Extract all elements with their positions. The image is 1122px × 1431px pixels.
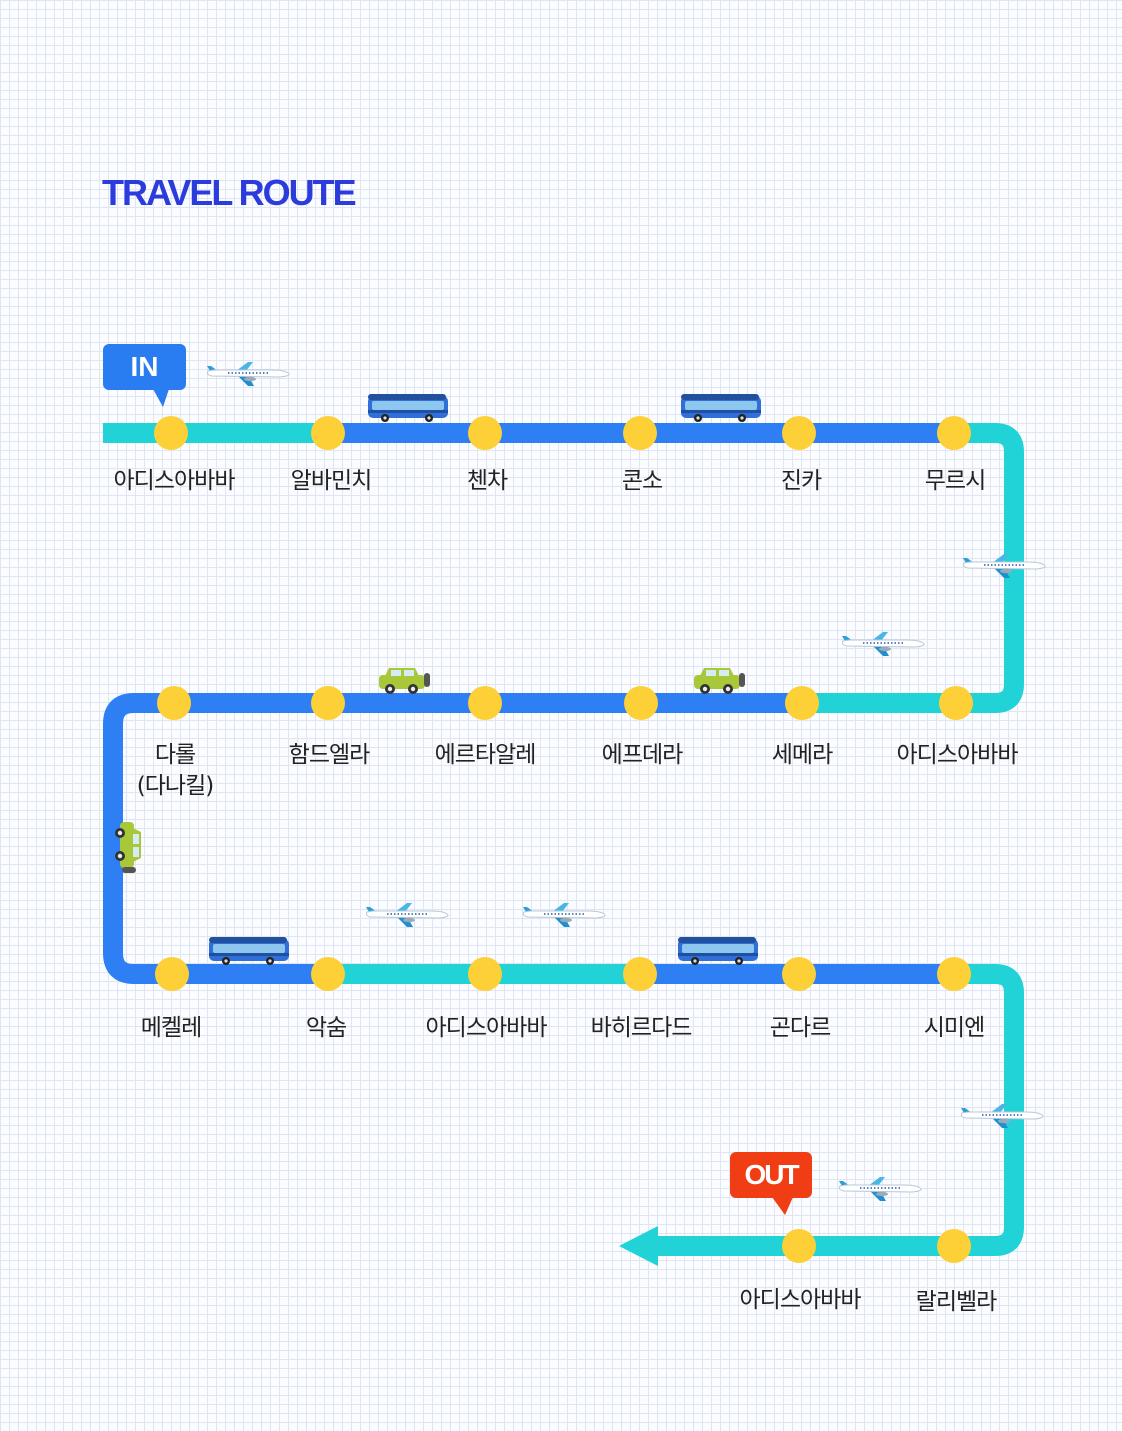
stop-dot <box>782 1229 816 1263</box>
bus-icon <box>681 394 761 422</box>
stop-label: 첸차 <box>466 468 508 494</box>
stop-dot <box>468 416 502 450</box>
stop-dot <box>155 957 189 991</box>
stop-dot <box>785 686 819 720</box>
stop-label: 무르시 <box>924 468 986 494</box>
arrow-left-icon <box>619 1226 658 1266</box>
plane-icon <box>522 902 606 928</box>
route-segment <box>103 693 802 984</box>
plane-icon <box>841 631 925 657</box>
stop-dot <box>468 957 502 991</box>
stop-dot <box>623 957 657 991</box>
stop-label: 메켈레 <box>140 1015 202 1041</box>
stop-label: 에프데라 <box>601 742 684 768</box>
jeep-icon <box>694 668 745 694</box>
bus-icon <box>368 394 448 422</box>
stop-dot <box>937 957 971 991</box>
stop-dot <box>154 416 188 450</box>
stop-dot <box>782 416 816 450</box>
stop-label: 진카 <box>780 468 822 494</box>
plane-icon <box>365 902 449 928</box>
stop-label: 알바민치 <box>290 468 373 494</box>
stop-label: 아디스아바바 <box>739 1287 862 1313</box>
stop-dot <box>311 686 345 720</box>
stop-label: 아디스아바바 <box>425 1015 548 1041</box>
stop-label: 아디스아바바 <box>113 468 236 494</box>
bus-icon <box>209 937 289 965</box>
stop-label: 곤다르 <box>769 1015 831 1041</box>
stop-label: 콘소 <box>621 468 663 494</box>
stop-dot <box>311 416 345 450</box>
stop-dot <box>939 686 973 720</box>
stop-dot <box>782 957 816 991</box>
stop-label: 함드엘라 <box>288 742 371 768</box>
out-badge: OUT <box>730 1152 812 1215</box>
plane-icon <box>838 1176 922 1202</box>
stop-dot <box>157 686 191 720</box>
page-title: TRAVEL ROUTE <box>102 172 357 213</box>
bus-icon <box>678 937 758 965</box>
jeep-icon <box>379 668 430 694</box>
plane-icon <box>960 1103 1044 1129</box>
stop-dot <box>937 416 971 450</box>
stop-label: 시미엔 <box>923 1015 985 1041</box>
stop-label: 세메라 <box>771 742 833 768</box>
plane-icon <box>962 553 1046 579</box>
stop-dot <box>624 686 658 720</box>
stop-label: 다롤 (다나킬) <box>136 742 214 799</box>
stop-dot <box>623 416 657 450</box>
stop-dot <box>468 686 502 720</box>
stop-label: 랄리벨라 <box>915 1289 998 1315</box>
stop-dot <box>937 1229 971 1263</box>
stop-label: 바히르다드 <box>590 1015 693 1041</box>
stop-dot <box>311 957 345 991</box>
stop-label: 에르타알레 <box>434 742 537 768</box>
stop-label: 악숨 <box>305 1015 347 1041</box>
in-badge: IN <box>103 344 186 407</box>
stop-label: 아디스아바바 <box>896 742 1019 768</box>
plane-icon <box>206 361 290 387</box>
route-segment <box>652 964 1024 1256</box>
